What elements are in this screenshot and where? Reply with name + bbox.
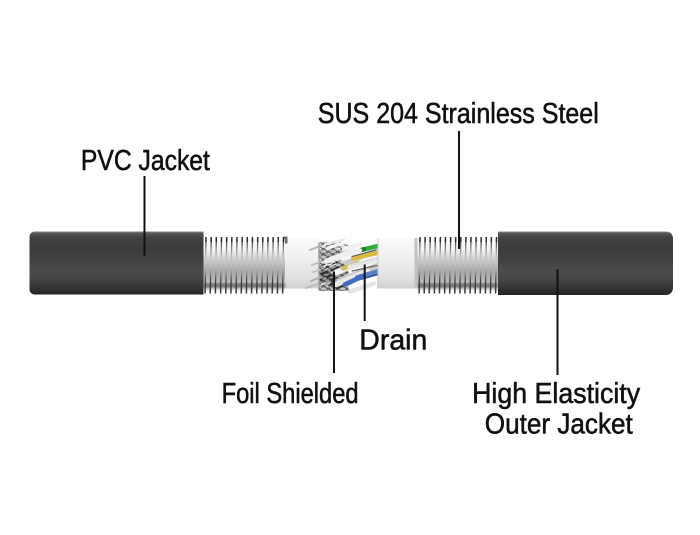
svg-text:High Elasticity: High Elasticity <box>472 378 640 410</box>
svg-text:Drain: Drain <box>359 324 427 356</box>
svg-text:PVC Jacket: PVC Jacket <box>81 145 210 177</box>
svg-text:Outer Jacket: Outer Jacket <box>485 409 633 441</box>
svg-text:Foil Shielded: Foil Shielded <box>222 378 359 410</box>
svg-text:SUS 204 Strainless Steel: SUS 204 Strainless Steel <box>318 98 599 130</box>
